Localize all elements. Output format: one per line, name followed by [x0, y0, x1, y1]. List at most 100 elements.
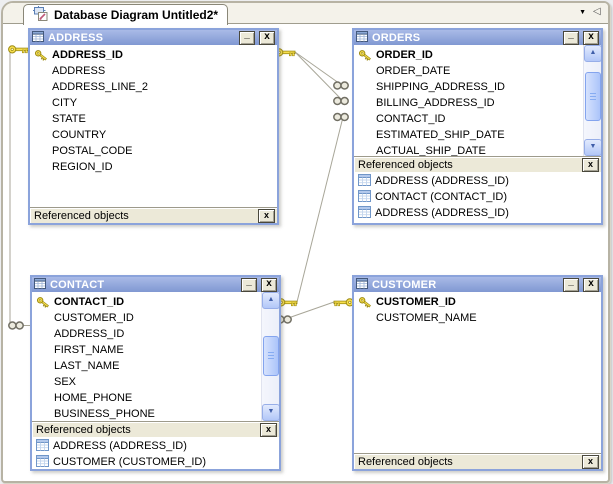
- window-title: ADDRESS: [48, 31, 104, 44]
- many-side-infinity-icon: [333, 81, 349, 90]
- field-row[interactable]: FIRST_NAME: [32, 342, 262, 358]
- table-window-orders[interactable]: ORDERS _ x ▲ ▼ ORDER_ID: [352, 28, 603, 225]
- field-row[interactable]: ORDER_ID: [354, 47, 584, 63]
- field-row[interactable]: REGION_ID: [30, 159, 277, 175]
- tab-scroll-left-button[interactable]: ◁: [593, 6, 601, 17]
- scrollbar-thumb[interactable]: [263, 336, 279, 376]
- scroll-down-button[interactable]: ▼: [584, 139, 601, 156]
- table-icon: [32, 30, 44, 45]
- field-row[interactable]: ADDRESS_ID: [32, 326, 262, 342]
- minimize-button[interactable]: _: [241, 276, 257, 292]
- window-titlebar[interactable]: ADDRESS _ x: [30, 29, 277, 45]
- field-row[interactable]: STATE: [30, 111, 277, 127]
- field-name: HOME_PHONE: [54, 392, 133, 404]
- primary-key-icon: [34, 49, 50, 62]
- scroll-up-button[interactable]: ▲: [584, 45, 601, 62]
- table-window-address[interactable]: ADDRESS _ x ADDRESS_ID ADDRESS: [28, 28, 279, 225]
- table-window-customer[interactable]: CUSTOMER _ x CUSTOMER_ID CUSTOMER_NAME: [352, 275, 603, 471]
- field-row[interactable]: CONTACT_ID: [32, 294, 262, 310]
- field-name: CITY: [52, 97, 78, 109]
- panel-close-button[interactable]: x: [582, 158, 599, 172]
- panel-close-button[interactable]: x: [582, 455, 599, 469]
- one-side-key-icon: [8, 45, 29, 54]
- field-name: BILLING_ADDRESS_ID: [376, 97, 495, 109]
- window-title: ORDERS: [372, 31, 421, 44]
- field-row[interactable]: CITY: [30, 95, 277, 111]
- close-button[interactable]: x: [583, 30, 599, 45]
- field-row[interactable]: ACTUAL_SHIP_DATE: [354, 143, 584, 156]
- scroll-up-button[interactable]: ▲: [262, 292, 279, 309]
- field-row[interactable]: BILLING_ADDRESS_ID: [354, 95, 584, 111]
- field-row[interactable]: ADDRESS_LINE_2: [30, 79, 277, 95]
- field-row[interactable]: CUSTOMER_ID: [32, 310, 262, 326]
- referenced-object-item[interactable]: ADDRESS (ADDRESS_ID): [354, 205, 601, 221]
- table-window-contact[interactable]: CONTACT _ x ▲ ▼ CONTACT_ID: [30, 275, 281, 471]
- referenced-object-text: ADDRESS (ADDRESS_ID): [375, 175, 509, 187]
- field-name: BUSINESS_PHONE: [54, 408, 155, 420]
- field-row[interactable]: COUNTRY: [30, 127, 277, 143]
- referenced-object-text: ADDRESS (ADDRESS_ID): [375, 207, 509, 219]
- referenced-object-item[interactable]: ADDRESS (ADDRESS_ID): [32, 438, 279, 454]
- close-button[interactable]: x: [261, 277, 277, 292]
- close-button[interactable]: x: [583, 277, 599, 292]
- field-row[interactable]: ESTIMATED_SHIP_DATE: [354, 127, 584, 143]
- field-list: ▲ ▼ ORDER_ID ORDER_DATE: [354, 45, 601, 156]
- field-row[interactable]: LAST_NAME: [32, 358, 262, 374]
- panel-close-button[interactable]: x: [258, 209, 275, 223]
- window-titlebar[interactable]: ORDERS _ x: [354, 29, 601, 45]
- field-row[interactable]: CONTACT_ID: [354, 111, 584, 127]
- table-icon: [356, 277, 368, 292]
- field-name: ADDRESS_LINE_2: [52, 81, 148, 93]
- field-list: CUSTOMER_ID CUSTOMER_NAME: [354, 292, 601, 453]
- field-row[interactable]: BUSINESS_PHONE: [32, 406, 262, 421]
- scrollbar-thumb[interactable]: [585, 72, 601, 121]
- field-name: FIRST_NAME: [54, 344, 124, 356]
- referenced-objects-label: Referenced objects: [36, 423, 131, 436]
- referenced-object-item[interactable]: CONTACT (CONTACT_ID): [354, 189, 601, 205]
- database-diagram-icon: [33, 5, 49, 25]
- referenced-object-text: CONTACT (CONTACT_ID): [375, 191, 507, 203]
- minimize-button[interactable]: _: [563, 276, 579, 292]
- tab-database-diagram[interactable]: Database Diagram Untitled2*: [23, 4, 229, 25]
- primary-key-icon: [36, 296, 52, 309]
- field-row[interactable]: CUSTOMER_NAME: [354, 310, 601, 326]
- field-name: ADDRESS_ID: [54, 328, 125, 340]
- field-name: COUNTRY: [52, 129, 107, 141]
- relationship-line-contact-orders[interactable]: [296, 116, 344, 303]
- field-row[interactable]: SEX: [32, 374, 262, 390]
- panel-close-button[interactable]: x: [260, 423, 277, 437]
- referenced-objects-label: Referenced objects: [34, 209, 129, 222]
- relationship-line-address-contact[interactable]: [9, 50, 30, 326]
- referenced-objects-list: ADDRESS (ADDRESS_ID) CONTACT (CONTACT_ID…: [354, 172, 601, 223]
- relationship-line-address-orders-shipping[interactable]: [294, 51, 344, 87]
- field-list: ▲ ▼ CONTACT_ID CUSTOMER_ID: [32, 292, 279, 421]
- tab-list-dropdown-button[interactable]: ▼: [579, 9, 586, 16]
- field-row[interactable]: ORDER_DATE: [354, 63, 584, 79]
- field-row[interactable]: HOME_PHONE: [32, 390, 262, 406]
- minimize-button[interactable]: _: [239, 29, 255, 45]
- field-row[interactable]: SHIPPING_ADDRESS_ID: [354, 79, 584, 95]
- referenced-objects-bar: Referenced objects x: [354, 156, 601, 172]
- close-button[interactable]: x: [259, 30, 275, 45]
- relationship-line-address-orders-billing[interactable]: [294, 51, 344, 102]
- field-row[interactable]: ADDRESS: [30, 63, 277, 79]
- field-name: ORDER_ID: [376, 49, 433, 61]
- referenced-object-item[interactable]: CUSTOMER (CUSTOMER_ID): [32, 454, 279, 469]
- field-row[interactable]: POSTAL_CODE: [30, 143, 277, 159]
- field-name: POSTAL_CODE: [52, 145, 133, 157]
- referenced-object-item[interactable]: ADDRESS (ADDRESS_ID): [354, 173, 601, 189]
- scroll-down-button[interactable]: ▼: [262, 404, 279, 421]
- field-row[interactable]: ADDRESS_ID: [30, 47, 277, 63]
- field-name: SEX: [54, 376, 77, 388]
- field-name: ESTIMATED_SHIP_DATE: [376, 129, 505, 141]
- tab-title: Database Diagram Untitled2*: [54, 8, 219, 22]
- field-row[interactable]: CUSTOMER_ID: [354, 294, 601, 310]
- vertical-scrollbar[interactable]: ▲ ▼: [583, 45, 601, 156]
- minimize-button[interactable]: _: [563, 29, 579, 45]
- vertical-scrollbar[interactable]: ▲ ▼: [261, 292, 279, 421]
- window-titlebar[interactable]: CUSTOMER _ x: [354, 276, 601, 292]
- field-list: ADDRESS_ID ADDRESS ADDRESS_LINE_2: [30, 45, 277, 207]
- window-titlebar[interactable]: CONTACT _ x: [32, 276, 279, 292]
- one-side-key-icon: [333, 298, 354, 307]
- relationship-line-customer-contact[interactable]: [283, 301, 335, 320]
